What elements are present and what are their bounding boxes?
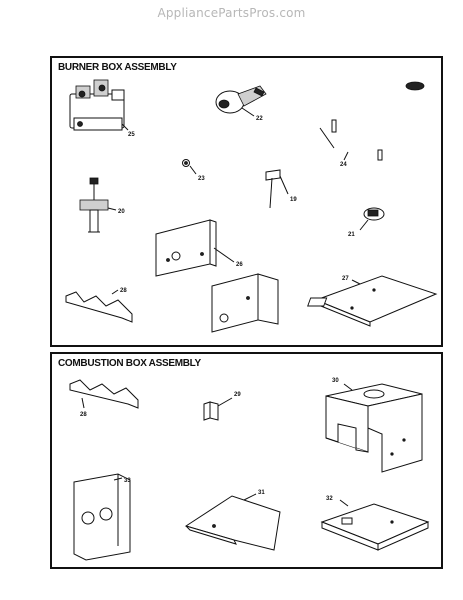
callout-33: 33 <box>124 478 131 484</box>
callout-23: 23 <box>198 176 205 182</box>
combustion-box-assembly-panel: COMBUSTION BOX ASSEMBLY 28 29 30 <box>50 352 443 569</box>
burner-box-title: BURNER BOX ASSEMBLY <box>58 62 177 73</box>
burner-box-bottom-part[interactable] <box>307 275 438 327</box>
small-bracket-part[interactable] <box>203 397 233 421</box>
callout-30: 30 <box>332 378 339 384</box>
burner-box-side-part[interactable] <box>155 219 279 333</box>
callout-20: 20 <box>118 209 125 215</box>
callout-26: 26 <box>236 262 243 268</box>
callout-32: 32 <box>326 496 333 502</box>
callout-19: 19 <box>290 197 297 203</box>
manifold-part[interactable] <box>317 81 425 161</box>
burner-bracket-part[interactable] <box>65 289 133 323</box>
base-pan-part[interactable] <box>320 499 430 551</box>
callout-27: 27 <box>342 276 349 282</box>
inducer-motor-part[interactable] <box>215 85 267 117</box>
callout-24: 24 <box>340 162 347 168</box>
front-panel-part[interactable] <box>73 473 131 561</box>
baffle-part[interactable] <box>184 493 281 551</box>
combustion-box-title: COMBUSTION BOX ASSEMBLY <box>58 358 201 369</box>
combustion-burner-bracket-part[interactable] <box>69 379 139 409</box>
burner-box-assembly-panel: BURNER BOX ASSEMBLY 25 22 <box>50 56 443 347</box>
callout-28-combustion: 28 <box>80 412 87 418</box>
combustion-box-diagram: 28 29 30 33 <box>69 378 430 561</box>
callout-31: 31 <box>258 490 265 496</box>
callout-28-burner: 28 <box>120 288 127 294</box>
igniter-part[interactable] <box>79 177 117 233</box>
gas-valve-part[interactable] <box>69 79 129 131</box>
burner-box-diagram: 25 22 24 23 <box>65 79 438 333</box>
callout-21: 21 <box>348 232 355 238</box>
small-fitting-part[interactable] <box>182 159 197 175</box>
rollout-switch-part[interactable] <box>359 207 385 231</box>
callout-25: 25 <box>128 132 135 138</box>
flame-sensor-part[interactable] <box>265 169 289 209</box>
callout-22: 22 <box>256 116 263 122</box>
watermark: AppliancePartsPros.com <box>157 6 306 20</box>
callout-29: 29 <box>234 392 241 398</box>
combustion-box-part[interactable] <box>325 383 423 473</box>
